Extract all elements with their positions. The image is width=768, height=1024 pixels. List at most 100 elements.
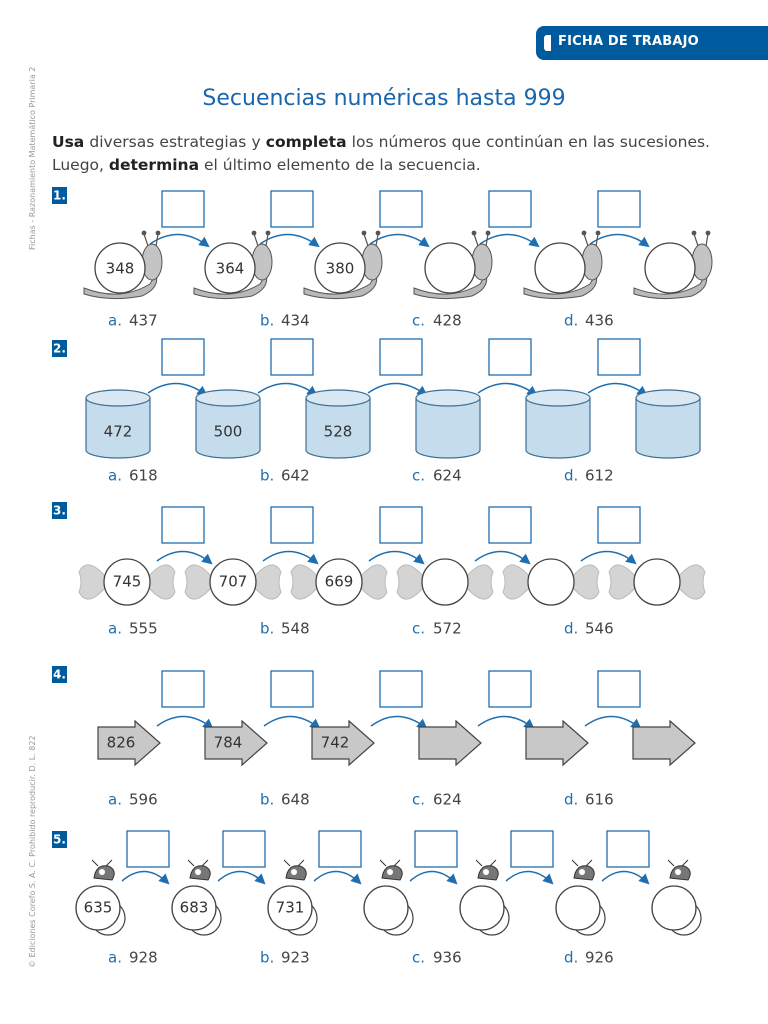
answer-option[interactable]: d.926 <box>564 949 614 967</box>
answer-option[interactable]: a.437 <box>108 312 158 330</box>
answer-box[interactable] <box>161 338 205 376</box>
answer-box[interactable] <box>510 830 554 868</box>
cylinder-figure <box>415 389 481 459</box>
sequence-arrow <box>477 715 535 730</box>
answer-box[interactable] <box>161 506 205 544</box>
answer-box[interactable] <box>126 830 170 868</box>
answer-box[interactable] <box>597 670 641 708</box>
snail-shell <box>314 242 366 294</box>
answer-box[interactable] <box>379 338 423 376</box>
answer-box[interactable] <box>597 506 641 544</box>
answer-box[interactable] <box>488 506 532 544</box>
answer-box[interactable] <box>270 506 314 544</box>
answer-option[interactable]: d.616 <box>564 791 614 809</box>
answer-box[interactable] <box>161 670 205 708</box>
option-value: 624 <box>433 791 462 809</box>
sequence-arrow <box>257 382 318 397</box>
snail-figure: 380 <box>303 230 383 300</box>
snail-shell <box>644 242 696 294</box>
answer-box[interactable] <box>488 338 532 376</box>
snail-antenna <box>595 233 599 247</box>
snail-antenna <box>693 233 699 247</box>
answer-option[interactable]: c.936 <box>412 949 462 967</box>
snail-antenna <box>375 233 379 247</box>
snail-antenna <box>143 233 149 247</box>
badge-label: FICHA DE TRABAJO <box>558 34 699 49</box>
arrow-figure <box>418 719 482 767</box>
answer-box[interactable] <box>414 830 458 868</box>
answer-option[interactable]: a.596 <box>108 791 158 809</box>
candy-wrap-right <box>254 564 282 600</box>
snail-eye <box>155 230 161 236</box>
answer-option[interactable]: b.648 <box>260 791 310 809</box>
snail-eye <box>471 230 477 236</box>
answer-option[interactable]: d.546 <box>564 620 614 638</box>
exercise-number-badge: 2. <box>52 340 67 357</box>
sequence-value: 669 <box>325 573 354 591</box>
option-value: 436 <box>585 312 614 330</box>
answer-box[interactable] <box>270 670 314 708</box>
ladybug-antenna <box>681 859 689 867</box>
ladybug-eye <box>99 869 105 875</box>
sequence-arrow <box>370 715 428 730</box>
exercise-number-background <box>52 831 67 848</box>
ladybug-body <box>555 885 601 931</box>
answer-option[interactable]: b.923 <box>260 949 310 967</box>
snail-antenna <box>473 233 479 247</box>
answer-box[interactable] <box>161 190 205 228</box>
snail-figure: 364 <box>193 230 273 300</box>
sequence-arrow <box>477 382 538 397</box>
candy-body <box>633 558 681 606</box>
sequence-arrow <box>584 715 642 730</box>
option-letter: b. <box>260 791 274 809</box>
option-letter: a. <box>108 467 122 485</box>
answer-box[interactable] <box>379 506 423 544</box>
candy-body <box>209 558 257 606</box>
snail-body <box>83 272 158 300</box>
ladybug-body <box>267 885 313 931</box>
answer-option[interactable]: a.928 <box>108 949 158 967</box>
answer-option[interactable]: b.548 <box>260 620 310 638</box>
answer-option[interactable]: c.624 <box>412 791 462 809</box>
answer-box[interactable] <box>270 190 314 228</box>
answer-option[interactable]: d.612 <box>564 467 614 485</box>
answer-box[interactable] <box>597 338 641 376</box>
answer-box[interactable] <box>379 190 423 228</box>
answer-option[interactable]: b.434 <box>260 312 310 330</box>
cylinder-body <box>195 398 261 459</box>
answer-option[interactable]: c.572 <box>412 620 462 638</box>
option-value: 548 <box>281 620 310 638</box>
sequence-value: 364 <box>216 260 245 278</box>
cylinder-figure: 500 <box>195 389 261 459</box>
answer-box[interactable] <box>222 830 266 868</box>
answer-option[interactable]: b.642 <box>260 467 310 485</box>
snail-head <box>251 243 273 281</box>
answer-option[interactable]: c.428 <box>412 312 462 330</box>
snail-head <box>141 243 163 281</box>
cylinder-top <box>635 389 701 407</box>
answer-box[interactable] <box>488 190 532 228</box>
ladybug-eye <box>387 869 393 875</box>
answer-box[interactable] <box>597 190 641 228</box>
answer-option[interactable]: d.436 <box>564 312 614 330</box>
answer-box[interactable] <box>606 830 650 868</box>
answer-option[interactable]: a.618 <box>108 467 158 485</box>
ladybug-figure <box>651 859 702 936</box>
answer-box[interactable] <box>318 830 362 868</box>
answer-option[interactable]: c.624 <box>412 467 462 485</box>
exercise-number: 3. <box>53 504 66 518</box>
snail-body <box>303 272 378 300</box>
arrow-shape <box>418 719 482 767</box>
snail-body <box>523 272 598 300</box>
answer-box[interactable] <box>379 670 423 708</box>
ladybug-body <box>651 885 697 931</box>
answer-box[interactable] <box>270 338 314 376</box>
snail-antenna <box>155 233 159 247</box>
candy-figure <box>502 558 600 606</box>
answer-option[interactable]: a.555 <box>108 620 158 638</box>
snail-eye <box>581 230 587 236</box>
sequence-arrow <box>369 233 430 248</box>
answer-box[interactable] <box>488 670 532 708</box>
